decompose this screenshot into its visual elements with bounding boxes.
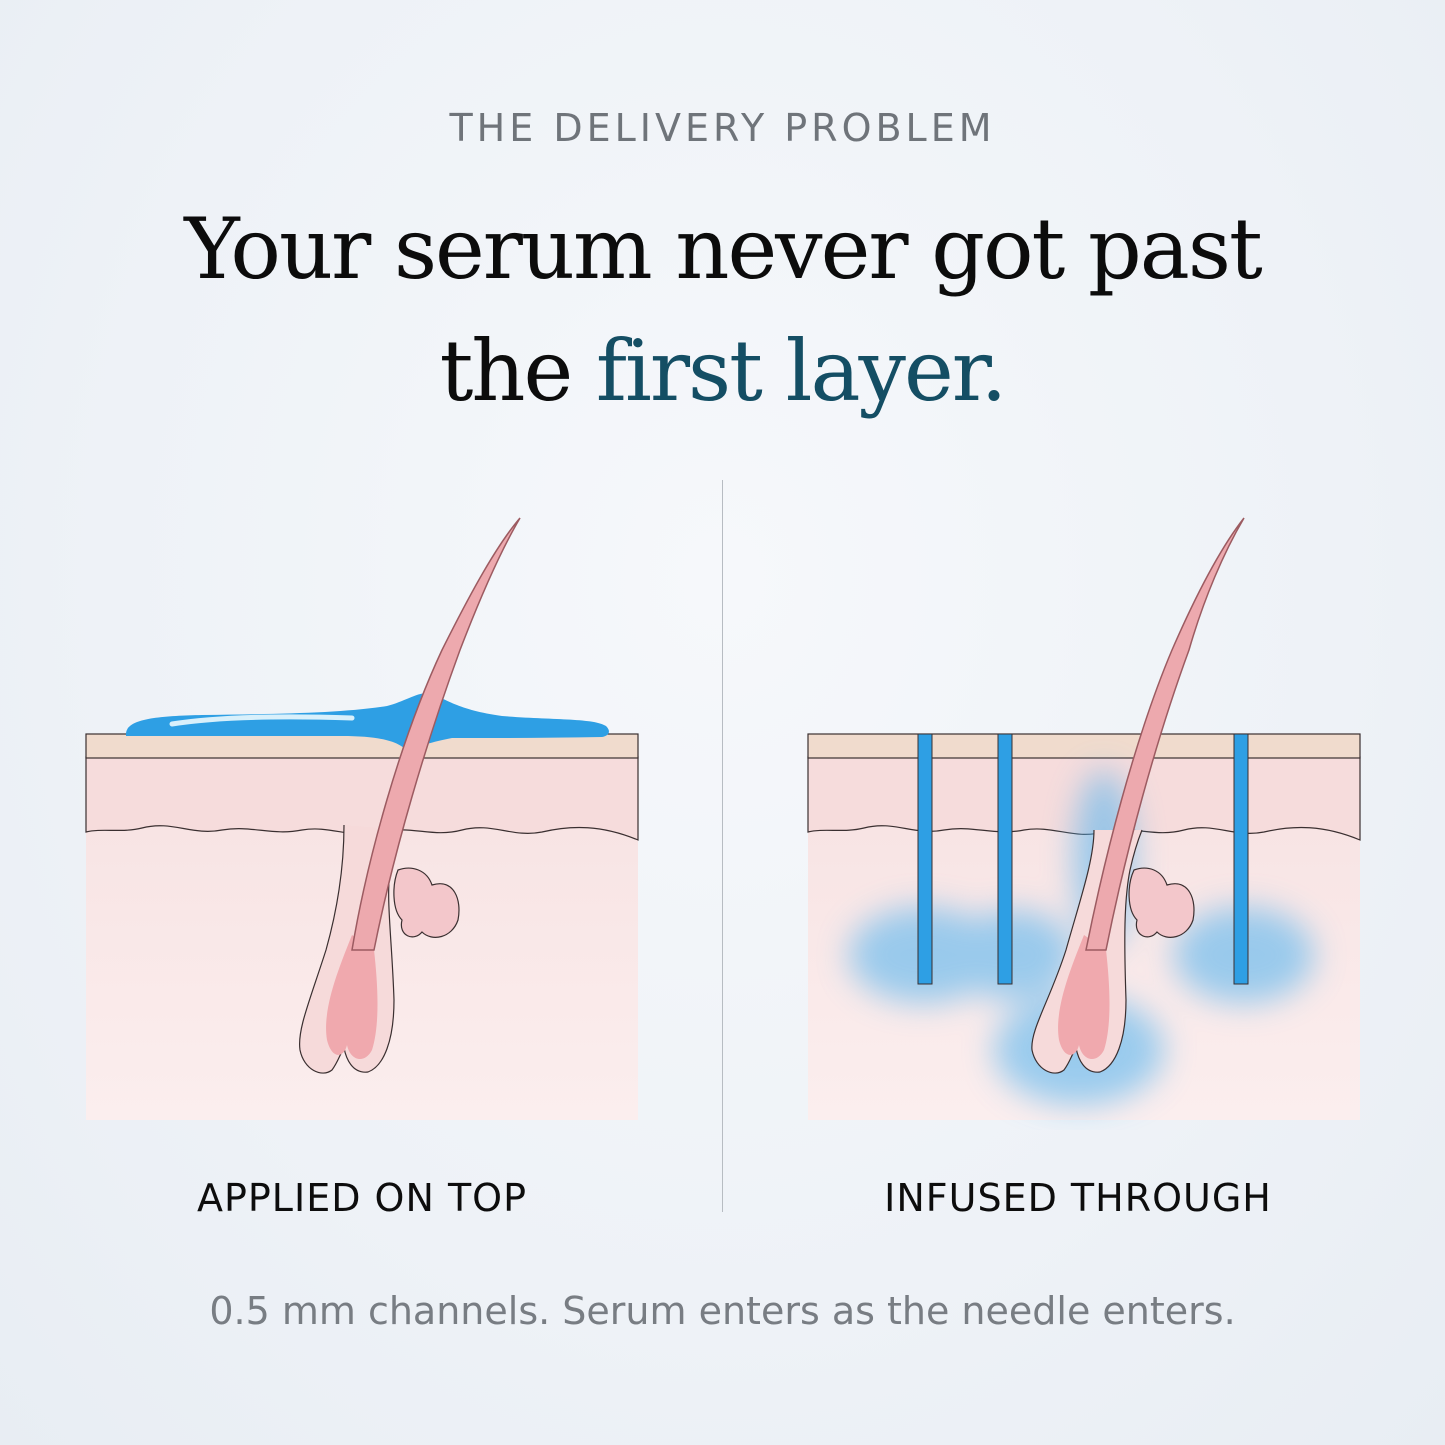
panel-divider	[722, 480, 723, 1212]
sebaceous-gland	[393, 867, 460, 938]
serum-pool	[126, 693, 609, 752]
stratum-corneum-layer	[807, 733, 1361, 759]
caption-infused-through: INFUSED THROUGH	[884, 1176, 1272, 1220]
headline-line-1: Your serum never got past	[184, 200, 1262, 298]
serum-highlight	[169, 714, 355, 727]
serum-channels	[917, 733, 1249, 985]
caption-applied-on-top: APPLIED ON TOP	[196, 1176, 527, 1220]
headline-line-2: the first layer.	[0, 310, 1445, 432]
hair-bulb	[1058, 935, 1110, 1060]
hair-shaft	[351, 517, 521, 951]
stratum-corneum-layer	[85, 733, 639, 759]
serum-channel	[997, 733, 1013, 985]
serum-channel	[1233, 733, 1249, 985]
serum-channel	[917, 733, 933, 985]
eyebrow-label: THE DELIVERY PROBLEM	[449, 106, 996, 150]
headline-line-2-prefix: the	[439, 322, 596, 420]
skin-diagram-infused-through	[807, 517, 1361, 1120]
hair-shaft	[1085, 517, 1245, 951]
hair-bulb	[326, 935, 378, 1060]
headline: Your serum never got past the first laye…	[0, 188, 1445, 432]
skin-diagram-applied-on-top	[85, 517, 639, 1120]
footnote: 0.5 mm channels. Serum enters as the nee…	[209, 1289, 1236, 1333]
sebaceous-gland	[1128, 867, 1195, 938]
headline-accent: first layer.	[595, 322, 1007, 420]
